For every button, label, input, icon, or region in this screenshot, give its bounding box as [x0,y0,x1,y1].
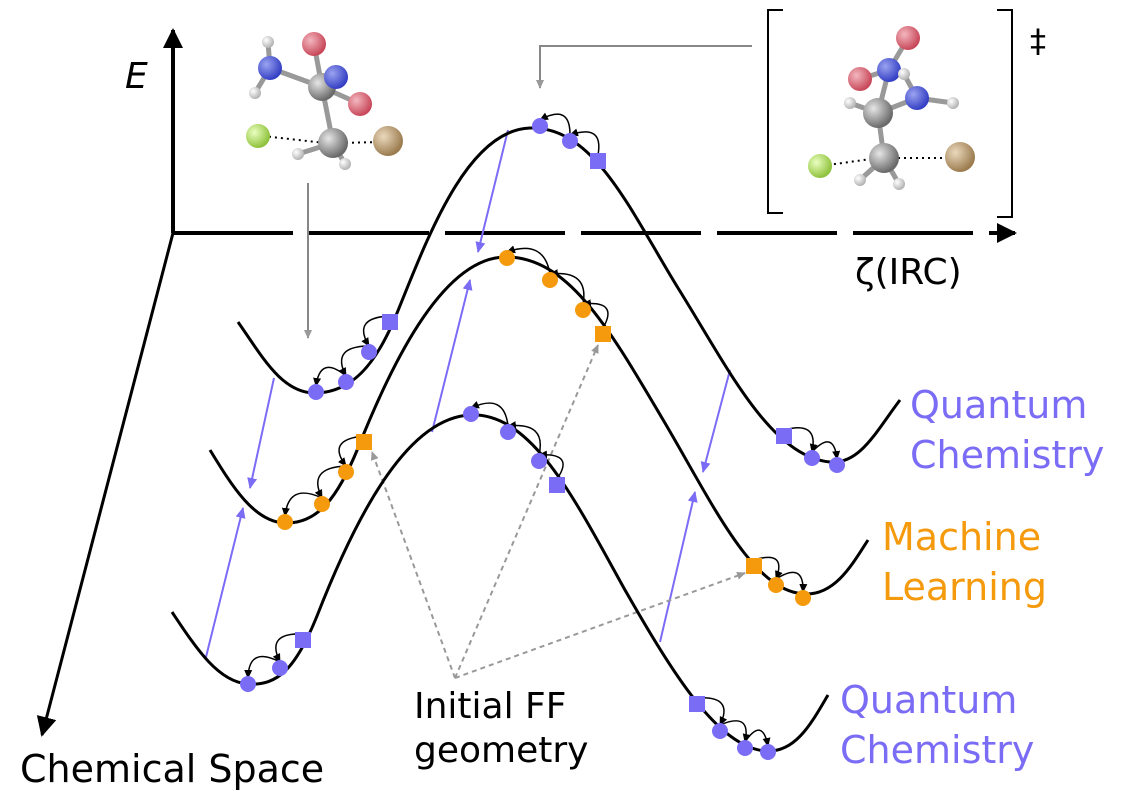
optimization-step-arrow [719,720,751,743]
optimization-step-arrow [539,112,571,136]
geometry-point [531,453,547,469]
ff-arrow [454,344,599,679]
optimization-step-arrow [338,345,370,377]
ff-arrow [454,571,746,679]
geometry-point [277,514,293,530]
axes [36,28,1017,737]
initial-geometry-square [590,153,606,169]
initial-ff-label-line1: Initial FF [414,686,566,727]
top-curve-label-line1: Quantum [910,383,1087,427]
optimization-step-arrow [314,465,347,499]
ts-right-bracket [997,9,1013,218]
optimization-step-arrow [549,269,585,305]
geometry-point [795,590,811,606]
ts-double-dagger: ‡ [1030,22,1046,60]
initial-ff-arrows [371,344,746,679]
geometry-point [712,723,728,739]
optimization-step-arrow [538,450,564,480]
ts-left-bracket [767,9,783,214]
geometry-point [737,740,753,756]
optimization-step-arrow [775,571,808,593]
geometry-markers [240,118,845,760]
transition-state-molecule [767,9,1013,218]
optimization-step-arrow [569,128,600,156]
geometry-point [361,344,377,360]
chemical-space-axis [36,232,175,737]
transition-arrow [700,369,731,473]
ts-pointer [536,45,752,89]
molecule-pointers [304,45,752,339]
geometry-point [308,384,324,400]
energy-axis-label: E [125,56,148,97]
bottom-curve-label-line1: Quantum [840,678,1017,722]
geometry-point [804,450,820,466]
transition-arrow [475,129,509,253]
transition-arrow [431,279,473,433]
optimization-step-arrow [507,421,541,456]
bottom-curve-label-line2: Chemistry [840,728,1034,772]
optimization-step-arrow [313,366,347,387]
geometry-point [542,272,558,288]
initial-geometry-square [295,632,311,648]
top-curve-label-line2: Chemistry [910,433,1104,477]
initial-geometry-square [549,477,565,493]
optimization-step-arrow [470,400,509,427]
geometry-point [760,744,776,760]
ff-arrow [371,451,456,679]
transition-arrow [659,491,698,643]
geometry-point [314,496,330,512]
optimization-step-arrow [744,729,771,747]
qc-ml-transitions [205,129,731,658]
chemical-space-label: Chemical Space [20,747,324,791]
geometry-point [338,464,354,480]
middle-curve-label-line2: Learning [882,565,1047,609]
geometry-point [272,660,288,676]
geometry-point [768,577,784,593]
middle-curve-label-line1: Machine [882,515,1041,559]
geometry-point [338,374,354,390]
geometry-point [575,302,591,318]
geometry-point [499,250,515,266]
optimization-step-arrows [244,112,841,747]
initial-ff-label-line2: geometry [414,730,588,771]
initial-geometry-square [356,434,372,450]
geometry-point [500,424,516,440]
initial-geometry-square [382,314,398,330]
geometry-point [463,406,479,422]
irc-axis-label: ζ(IRC) [855,252,962,293]
geometry-point [532,118,548,134]
initial-geometry-square [776,428,792,444]
optimization-step-arrow [281,492,323,517]
transition-arrow [205,507,246,658]
initial-geometry-square [689,696,705,712]
optimization-step-arrow [244,655,281,679]
initial-geometry-square [595,326,611,342]
optimization-step-arrow [506,245,551,275]
geometry-point [562,133,578,149]
optimization-step-arrow [582,299,609,329]
optimization-step-arrow [811,441,841,460]
reactant-molecule [246,32,403,170]
initial-geometry-square [746,558,762,574]
geometry-point [240,676,256,692]
geometry-point [829,457,845,473]
transition-arrow [247,377,275,489]
